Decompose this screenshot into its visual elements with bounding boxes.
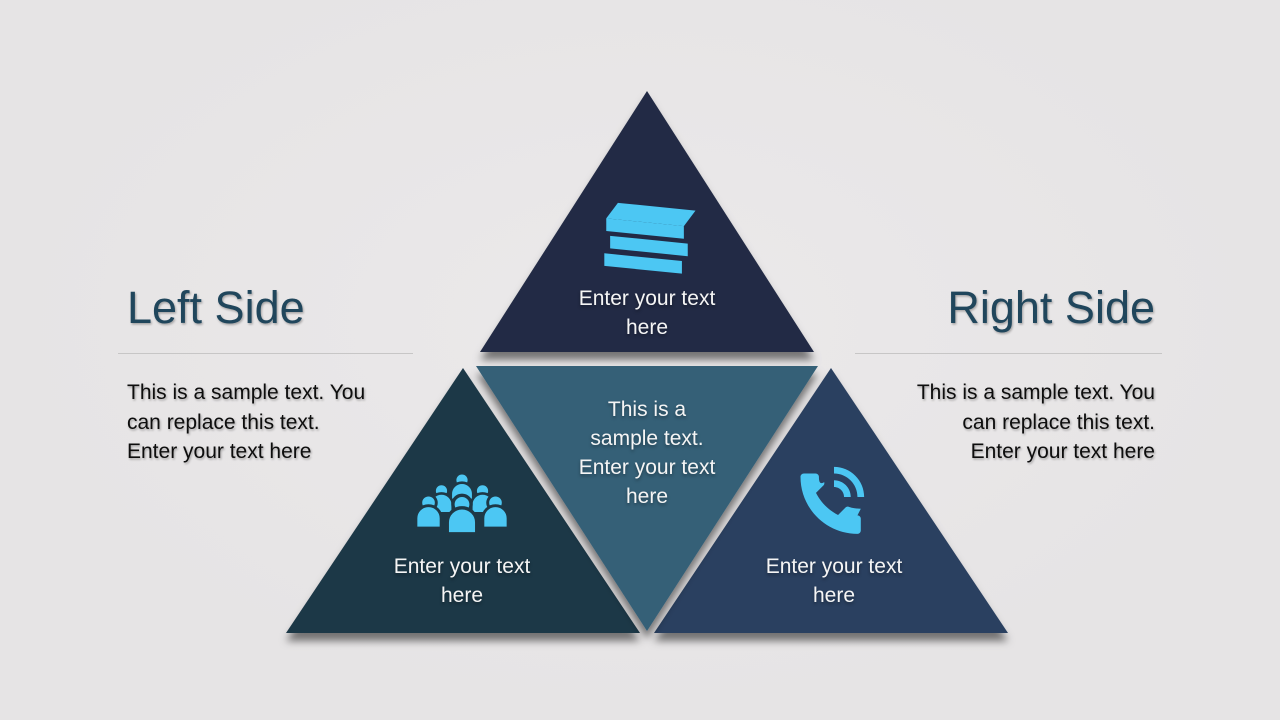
left-panel-divider [118,353,413,355]
right-panel-body: This is a sample text. You can replace t… [916,381,1155,464]
top-triangle-text: Enter your text here [578,287,716,339]
left-panel-body: This is a sample text. You can replace t… [127,381,366,464]
books-icon [604,202,696,274]
right-panel-title: Right Side [947,282,1155,333]
right-panel-divider [855,353,1162,355]
pyramid-center-triangle [476,366,818,631]
right-panel: Right Side This is a sample text. You ca… [845,282,1162,467]
right-triangle-text: Enter your text here [765,555,903,607]
left-panel: Left Side This is a sample text. You can… [118,282,413,467]
pyramid-right-triangle [654,368,1008,633]
left-triangle-text: Enter your text here [393,555,531,607]
phone-icon [800,466,865,534]
left-panel-title: Left Side [127,282,305,333]
center-triangle-text: This is a sample text. Enter your text h… [578,398,716,508]
